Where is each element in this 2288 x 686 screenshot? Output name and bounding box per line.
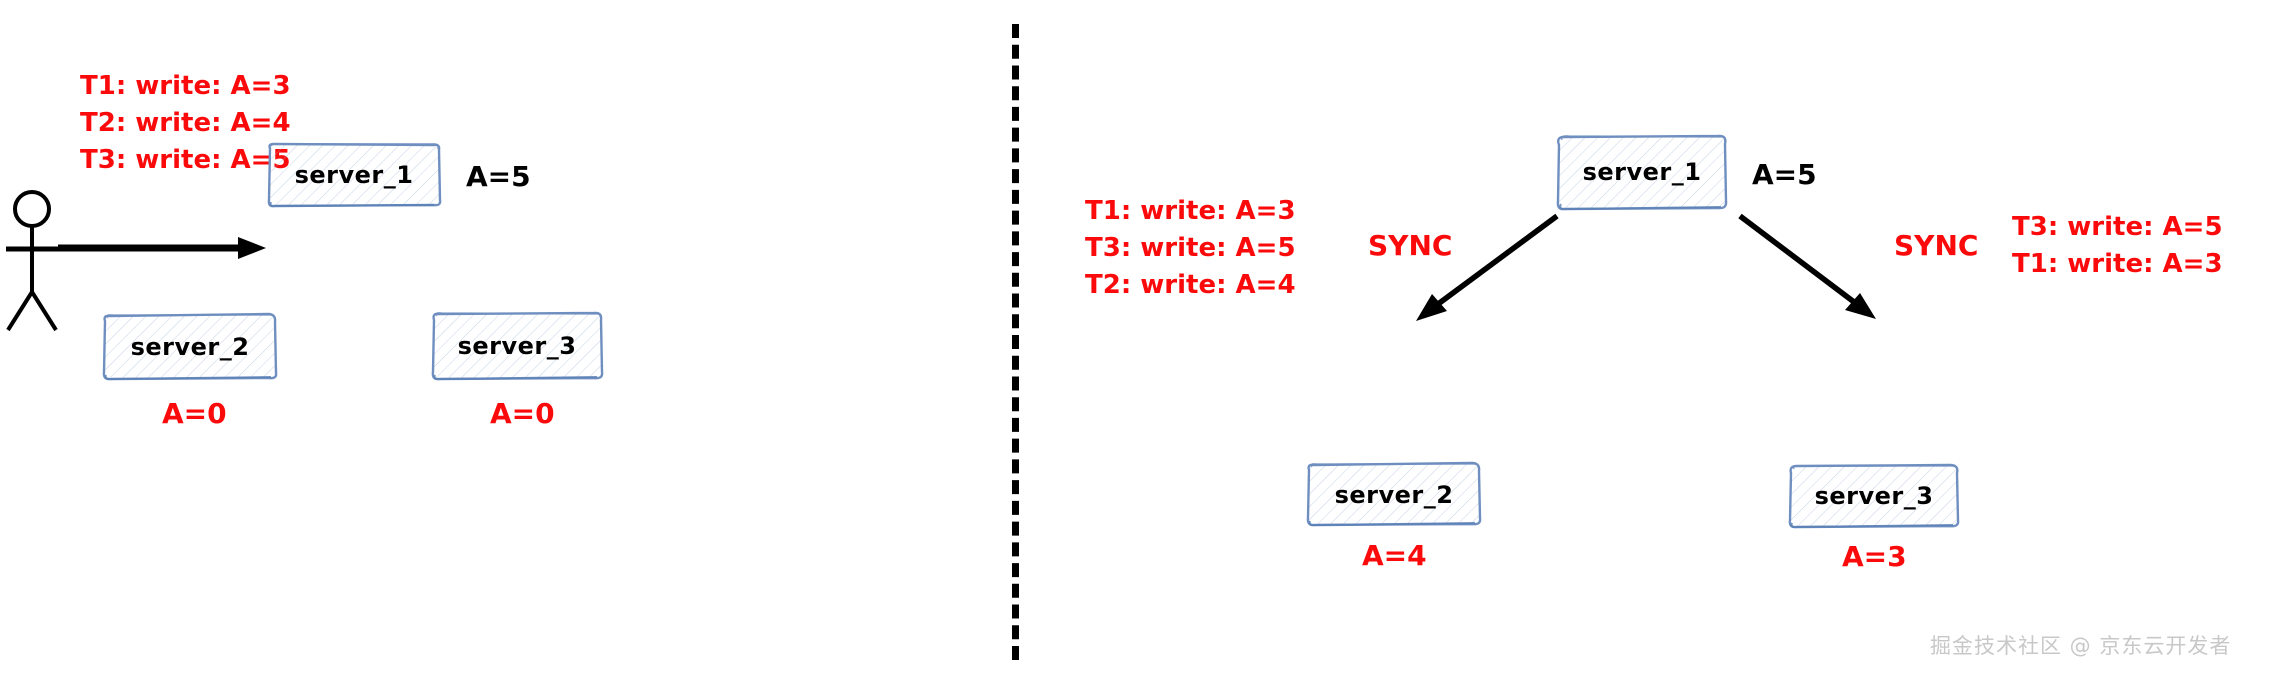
right-server-3-value: A=3	[1842, 540, 1907, 573]
server-box-shape	[1306, 461, 1482, 527]
left-server-3-value: A=0	[490, 397, 555, 430]
sync-right-writes-text: T3: write: A=5 T1: write: A=3	[2012, 209, 2223, 283]
sync-left-line-2: T3: write: A=5	[1085, 232, 1296, 263]
left-server-2-label: server_2	[130, 333, 250, 361]
right-server-2-value: A=4	[1362, 539, 1427, 572]
server-box-shape	[102, 312, 278, 381]
left-server-2-box[interactable]: server_2	[100, 311, 280, 383]
left-server-1-box[interactable]: server_1	[264, 140, 444, 210]
server-box-shape	[1788, 463, 1960, 529]
right-server-3-label: server_3	[1814, 482, 1934, 510]
right-server-2-label: server_2	[1334, 480, 1454, 509]
sync-left-label: SYNC	[1368, 229, 1453, 262]
server-box-shape	[1556, 134, 1728, 211]
right-server-2-box[interactable]: server_2	[1304, 461, 1484, 528]
sync-left-line-3: T2: write: A=4	[1085, 269, 1296, 300]
client-write-line-1: T1: write: A=3	[80, 71, 291, 101]
right-server-1-box[interactable]: server_1	[1553, 131, 1731, 213]
right-server-1-label: server_1	[1582, 158, 1702, 186]
watermark: 掘金技术社区 @ 京东云开发者	[1930, 634, 2232, 658]
right-server-3-box[interactable]: server_3	[1785, 462, 1963, 530]
sync-left-writes-text: T1: write: A=3 T3: write: A=5 T2: write:…	[1085, 193, 1296, 304]
sync-right-label: SYNC	[1894, 229, 1979, 262]
left-server-3-box[interactable]: server_3	[428, 309, 606, 383]
right-server-1-value: A=5	[1752, 158, 1817, 191]
sync-right-line-2: T1: write: A=3	[2012, 248, 2223, 279]
sync-left-line-1: T1: write: A=3	[1085, 196, 1296, 226]
left-server-2-value: A=0	[162, 397, 227, 430]
client-write-line-2: T2: write: A=4	[80, 107, 291, 138]
left-server-1-label: server_1	[294, 161, 414, 189]
client-write-line-3: T3: write: A=5	[80, 144, 291, 175]
sync-right-line-1: T3: write: A=5	[2012, 212, 2223, 242]
panel-divider	[1012, 24, 1019, 660]
server-box-shape	[267, 142, 442, 208]
left-server-1-value: A=5	[466, 160, 531, 193]
left-server-3-label: server_3	[457, 332, 577, 360]
client-writes-text: T1: write: A=3 T2: write: A=4 T3: write:…	[80, 68, 291, 179]
server-box-shape	[431, 311, 604, 381]
